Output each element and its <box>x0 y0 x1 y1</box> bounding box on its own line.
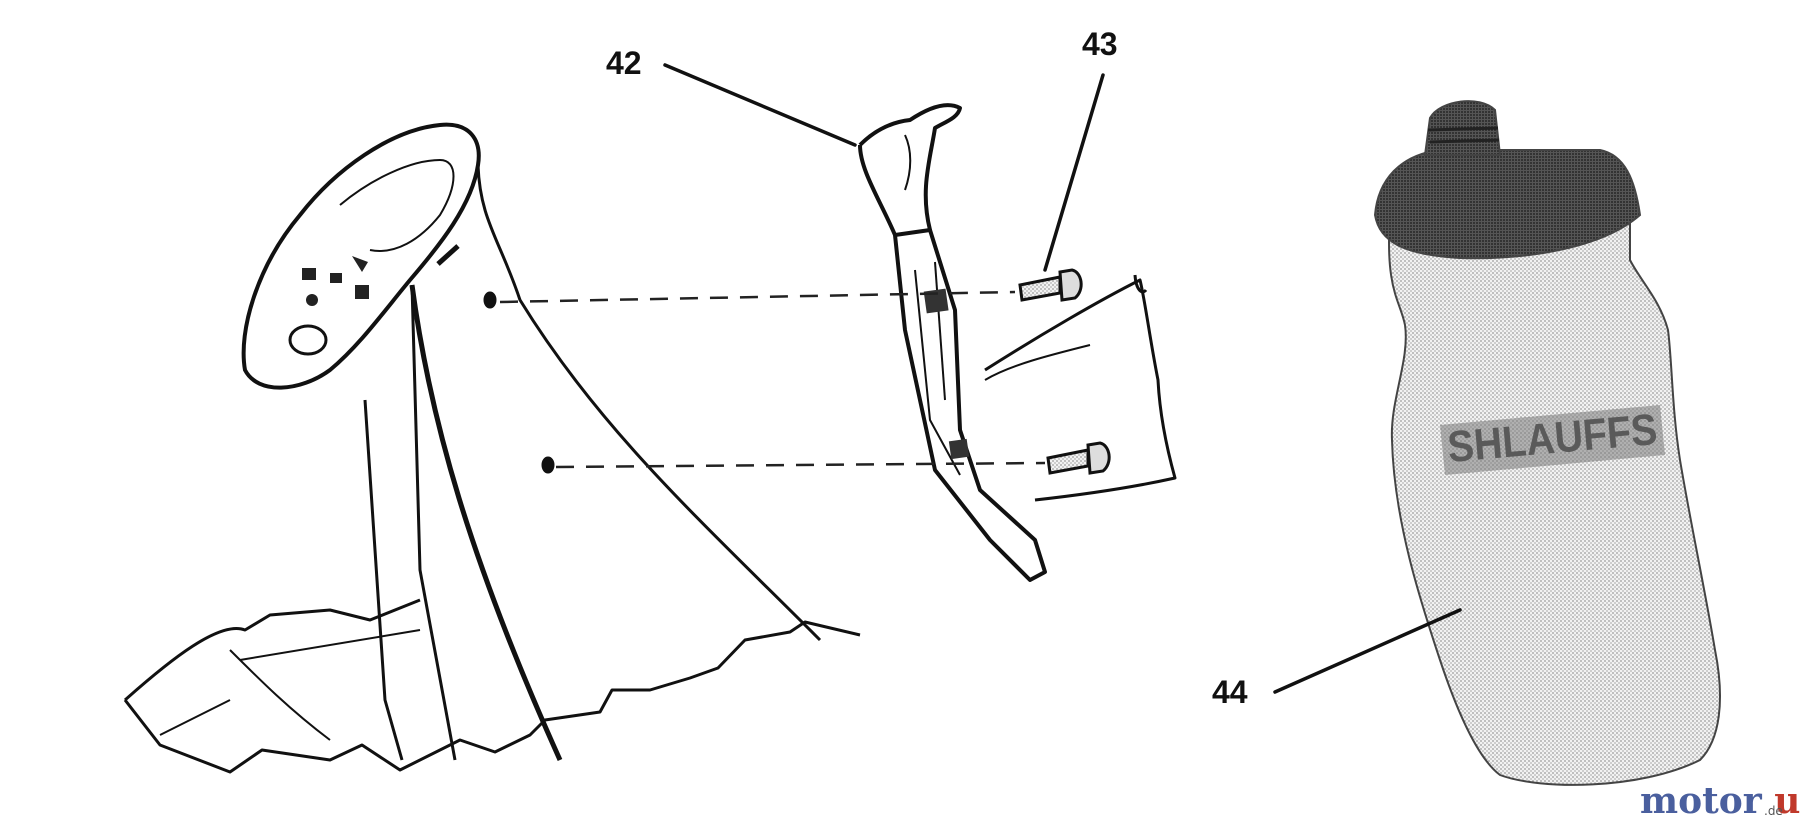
watermark-suffix: .de <box>1764 804 1783 818</box>
callout-44: 44 <box>1212 674 1248 710</box>
screw-lower <box>1046 441 1111 475</box>
screw-upper <box>1018 268 1083 302</box>
bottle-body <box>1388 214 1721 786</box>
bottle-cap <box>1373 149 1642 260</box>
svg-text:motor uf: motor uf <box>1640 780 1800 822</box>
watermark-text: motor <box>1640 780 1763 822</box>
watermark-logo: motor uf .de <box>1640 780 1800 822</box>
leader-lines <box>663 63 1462 694</box>
steering-column <box>123 122 861 774</box>
leader-42 <box>663 63 857 147</box>
callout-42: 42 <box>606 45 642 81</box>
water-bottle: SHLAUFFS <box>1373 100 1721 786</box>
mounting-screws <box>1018 268 1111 475</box>
leader-43 <box>1043 73 1105 272</box>
alignment-dashes <box>499 290 1046 469</box>
bottle-cage <box>858 103 1177 582</box>
watermark-text-accent: uf <box>1774 780 1800 822</box>
callout-43: 43 <box>1082 26 1118 62</box>
leader-44 <box>1273 608 1462 694</box>
